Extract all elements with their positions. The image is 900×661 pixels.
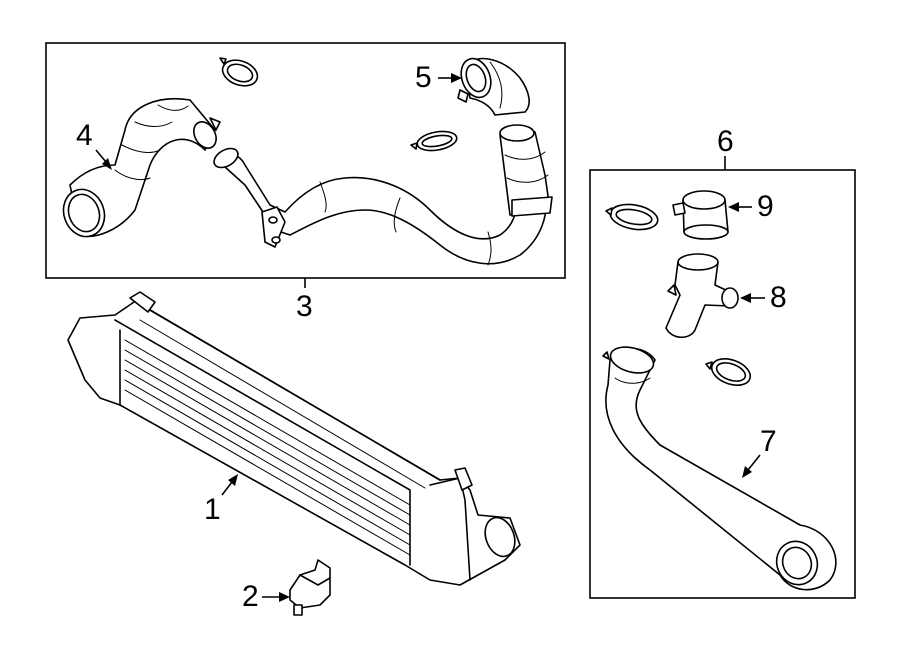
- bracket-2: [289, 559, 331, 616]
- leader-4: [95, 149, 112, 170]
- intercooler: [67, 291, 521, 586]
- leader-7: [742, 454, 761, 478]
- assembly-6-box: [589, 169, 856, 599]
- leader-2: [262, 592, 290, 602]
- hose-7: [602, 346, 837, 591]
- clamp-top: [219, 57, 259, 87]
- hose-3-riser: [499, 124, 553, 217]
- callout-8: 8: [770, 281, 787, 314]
- leader-8: [740, 293, 765, 303]
- elbow-5: [457, 57, 530, 116]
- clamp-7: [705, 358, 752, 386]
- hose-4: [62, 98, 221, 238]
- callout-2: 2: [242, 580, 259, 613]
- callout-4: 4: [76, 119, 93, 152]
- callout-9: 9: [757, 190, 774, 223]
- hose-3-main: [213, 147, 547, 266]
- callout-1: 1: [204, 493, 221, 526]
- callout-5: 5: [415, 61, 432, 94]
- leader-5: [438, 73, 462, 83]
- callout-7: 7: [760, 425, 777, 458]
- leader-9: [728, 202, 752, 212]
- clamp-6: [605, 203, 659, 231]
- leader-1: [221, 474, 238, 496]
- coupler-9: [672, 190, 729, 240]
- tee-8: [665, 253, 739, 339]
- callout-3: 3: [296, 290, 313, 323]
- callout-6: 6: [717, 125, 734, 158]
- clamp-mid: [410, 130, 458, 152]
